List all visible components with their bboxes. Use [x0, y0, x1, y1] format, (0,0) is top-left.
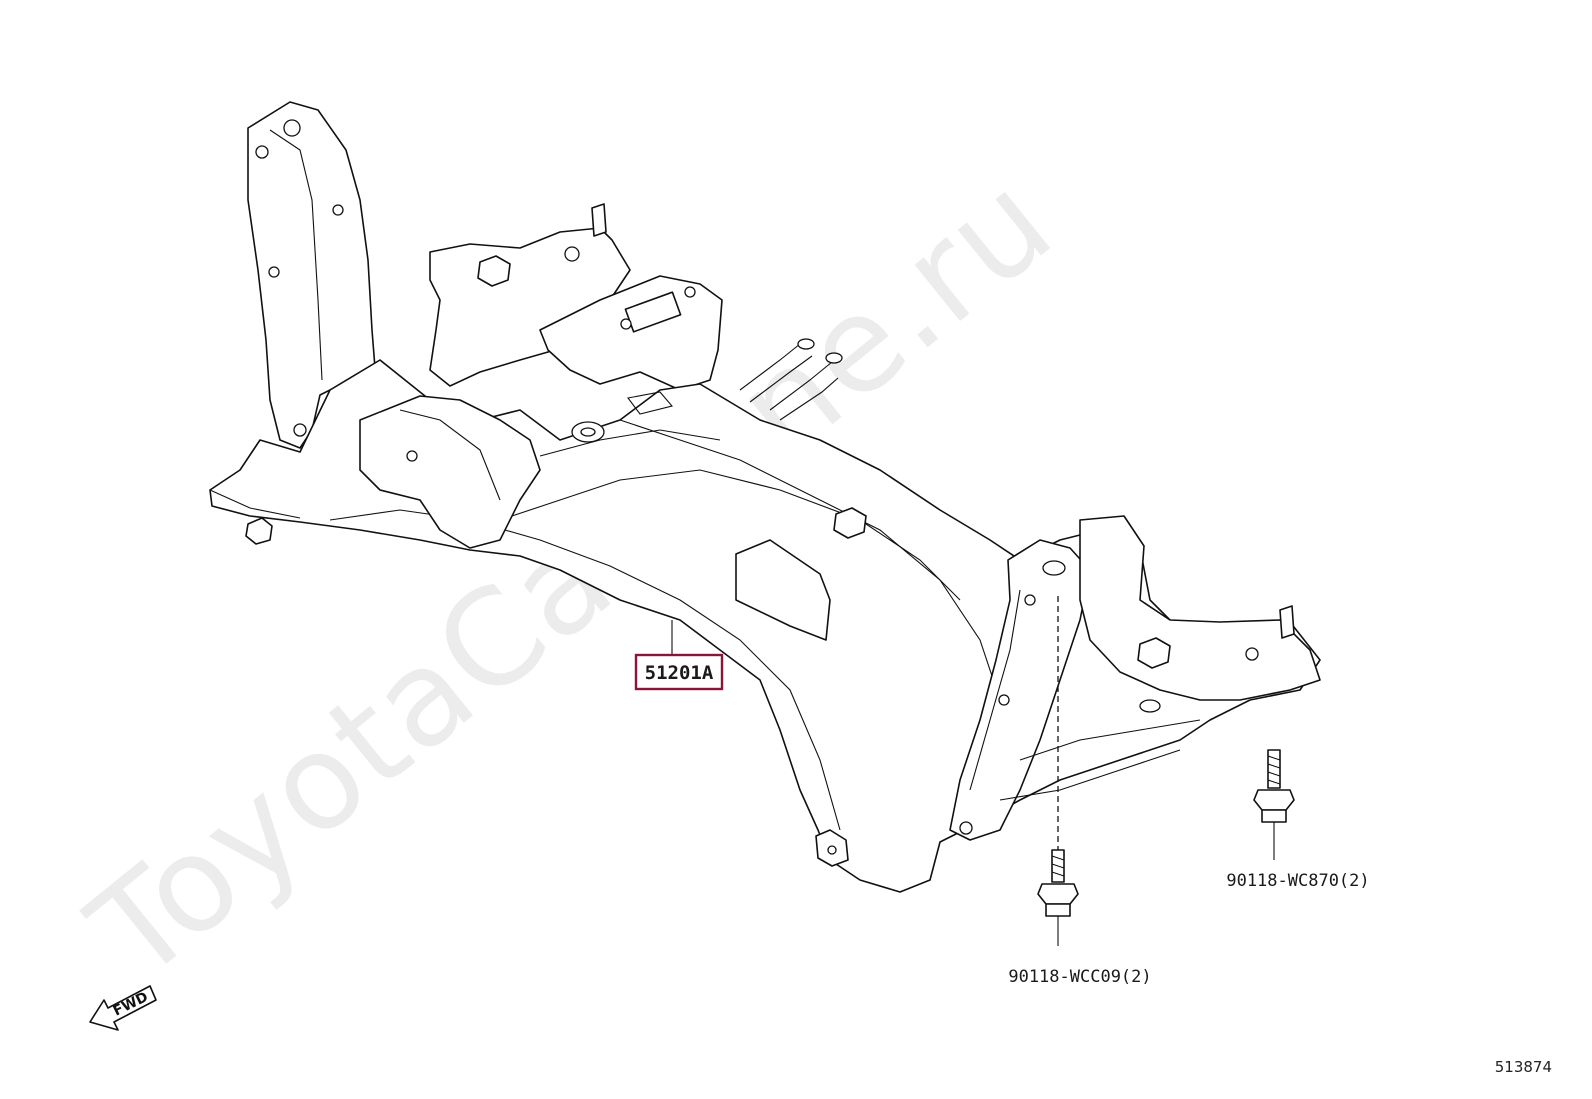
bracket-hole: [620, 318, 632, 330]
pipe: [739, 343, 801, 391]
bracket-hole: [255, 145, 269, 159]
bolt-head-rear: [1253, 789, 1295, 811]
bolt-front-drawing: [1037, 596, 1079, 946]
part-label-bolt-front[interactable]: 90118-WCC09(2): [1008, 967, 1151, 987]
bracket-hole: [283, 119, 301, 137]
nut-center: [833, 507, 867, 539]
bracket-hole: [1042, 560, 1066, 576]
part-label-51201A[interactable]: 51201A: [645, 662, 714, 684]
mount-hole: [564, 246, 580, 262]
crossmember-drawing: [209, 101, 1321, 893]
bracket-hole: [293, 423, 307, 437]
bolt-head-front: [1037, 883, 1079, 905]
mount-hole: [1245, 647, 1259, 661]
bracket-hole: [684, 286, 696, 298]
stud-rear-left: [591, 203, 607, 237]
bracket-hole: [332, 204, 344, 216]
bolt-rear-drawing: [1253, 749, 1295, 860]
part-highlight-box: [634, 653, 724, 691]
fwd-arrow-icon: [89, 985, 157, 1031]
center-window: [735, 539, 831, 641]
fwd-indicator: FWD: [89, 985, 157, 1031]
stud-rear-right: [1279, 605, 1295, 639]
bracket-hole: [268, 266, 280, 278]
nut-rear-right: [1137, 637, 1171, 669]
diagram-id: 513874: [1495, 1058, 1552, 1076]
nut-front-left: [245, 517, 273, 545]
left-flange: [359, 395, 541, 549]
nut-rear-left: [477, 255, 511, 287]
part-label-bolt-rear[interactable]: 90118-WC870(2): [1226, 871, 1369, 891]
fwd-label: FWD: [111, 989, 151, 1019]
